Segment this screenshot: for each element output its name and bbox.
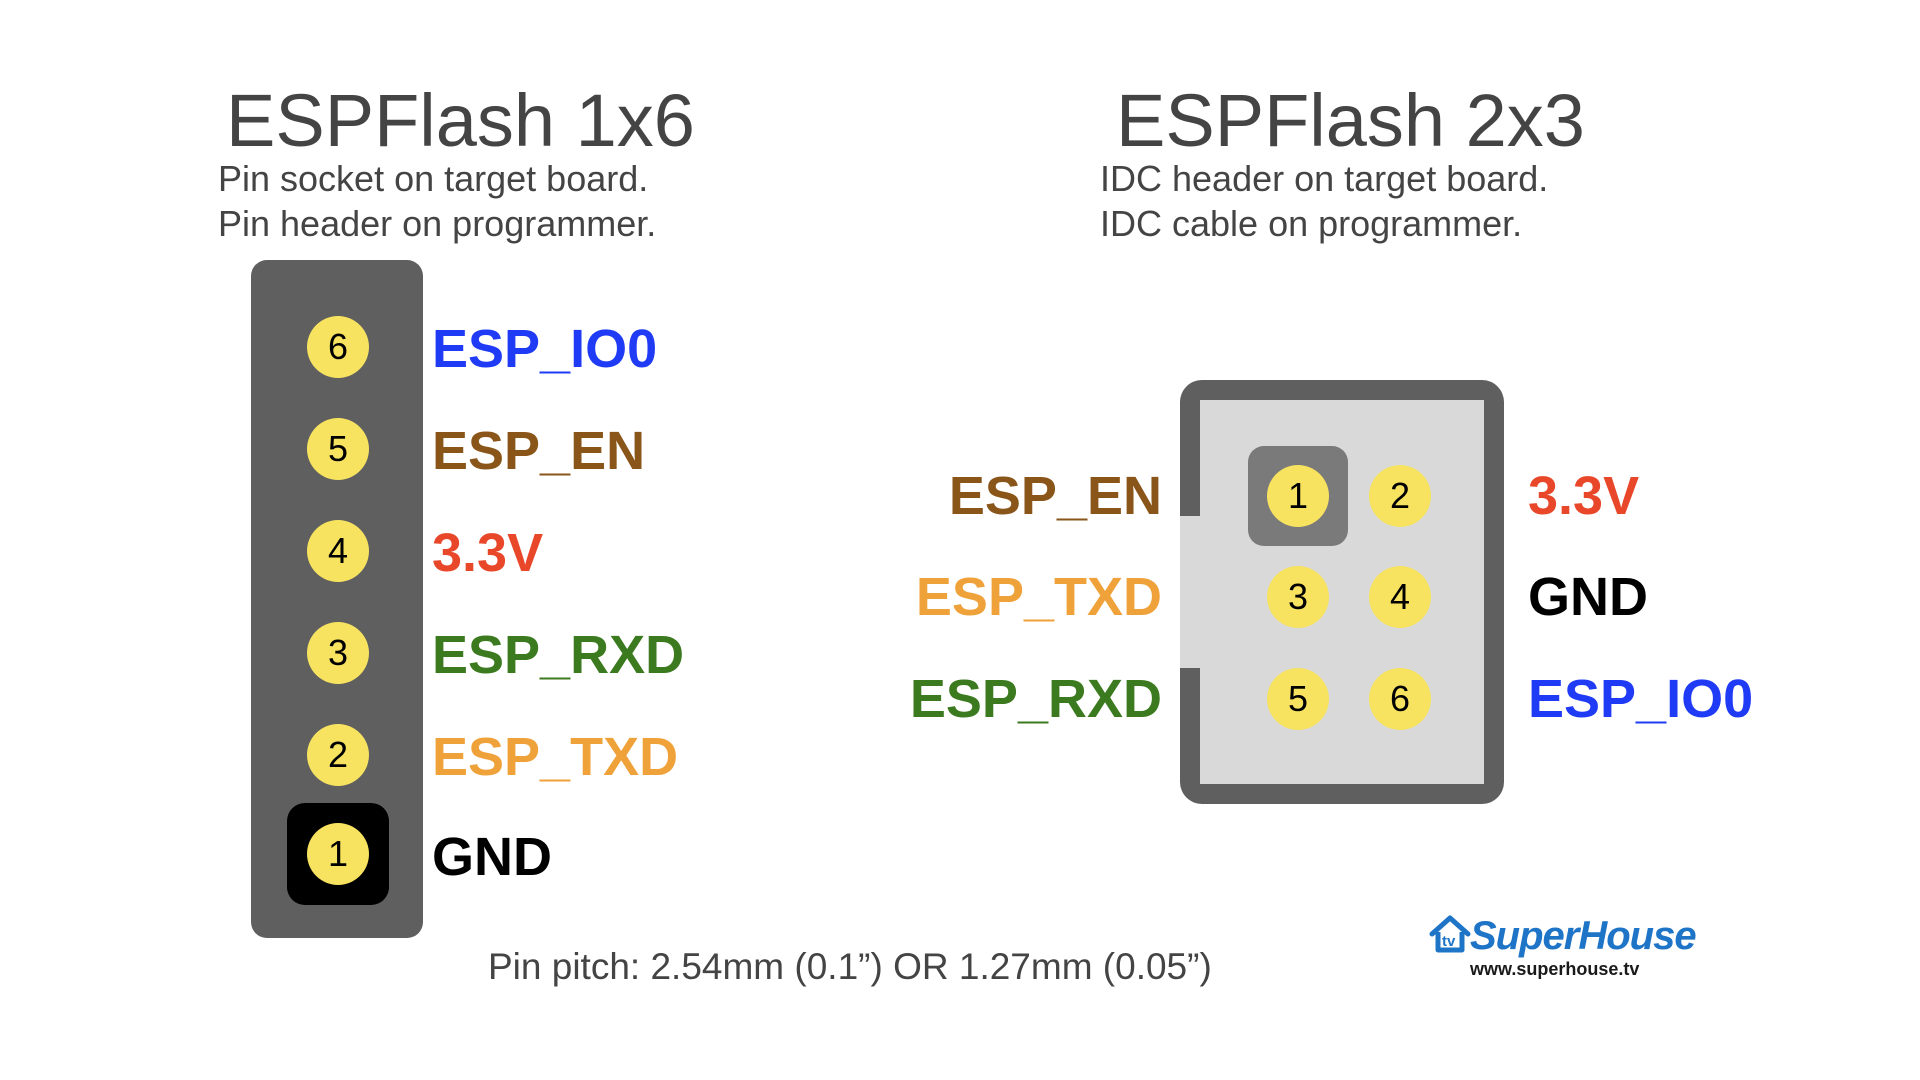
idc-pin-3-label: ESP_TXD [915,567,1162,627]
superhouse-url: www.superhouse.tv [1470,959,1640,979]
superhouse-logo-text: SuperHouse [1470,914,1697,958]
idc-pin-3: 3 [1267,566,1329,628]
idc-pin-1-label: ESP_EN [948,466,1162,526]
left-pin-5: 5 [307,418,369,480]
left-diagram-subtitle-line1: Pin socket on target board. [218,158,649,199]
left-pin-2-label: ESP_TXD [432,727,679,787]
idc-polarity-key [1180,516,1202,668]
idc-pin-4-label: GND [1528,567,1648,627]
idc-pin-6: 6 [1369,668,1431,730]
idc-pin-2: 2 [1369,465,1431,527]
left-pin-1: 1 [307,823,369,885]
right-diagram-subtitle-line2: IDC cable on programmer. [1100,203,1523,244]
left-pin-6: 6 [307,316,369,378]
idc-pin-2-label: 3.3V [1528,466,1640,526]
left-diagram-title: ESPFlash 1x6 [226,79,695,162]
svg-text:tv: tv [1442,933,1456,950]
left-pin-2: 2 [307,724,369,786]
idc-pin-4: 4 [1369,566,1431,628]
right-diagram-subtitle-line1: IDC header on target board. [1100,158,1549,199]
right-diagram-title: ESPFlash 2x3 [1116,79,1585,162]
idc-pin-6-label: ESP_IO0 [1528,669,1754,729]
idc-pin-5: 5 [1267,668,1329,730]
left-pin-3: 3 [307,622,369,684]
superhouse-logo-icon: tv [1429,915,1471,953]
idc-pin-1: 1 [1267,465,1329,527]
left-diagram-subtitle-line2: Pin header on programmer. [218,203,657,244]
left-pin-1-label: GND [432,827,552,887]
idc-pin-5-label: ESP_RXD [909,669,1162,729]
pin-pitch-note: Pin pitch: 2.54mm (0.1”) OR 1.27mm (0.05… [488,946,1212,987]
left-pin-6-label: ESP_IO0 [432,319,658,379]
left-pin-3-label: ESP_RXD [432,625,685,685]
left-pin-5-label: ESP_EN [432,421,646,481]
left-pin-4-label: 3.3V [432,523,544,583]
left-pin-4: 4 [307,520,369,582]
